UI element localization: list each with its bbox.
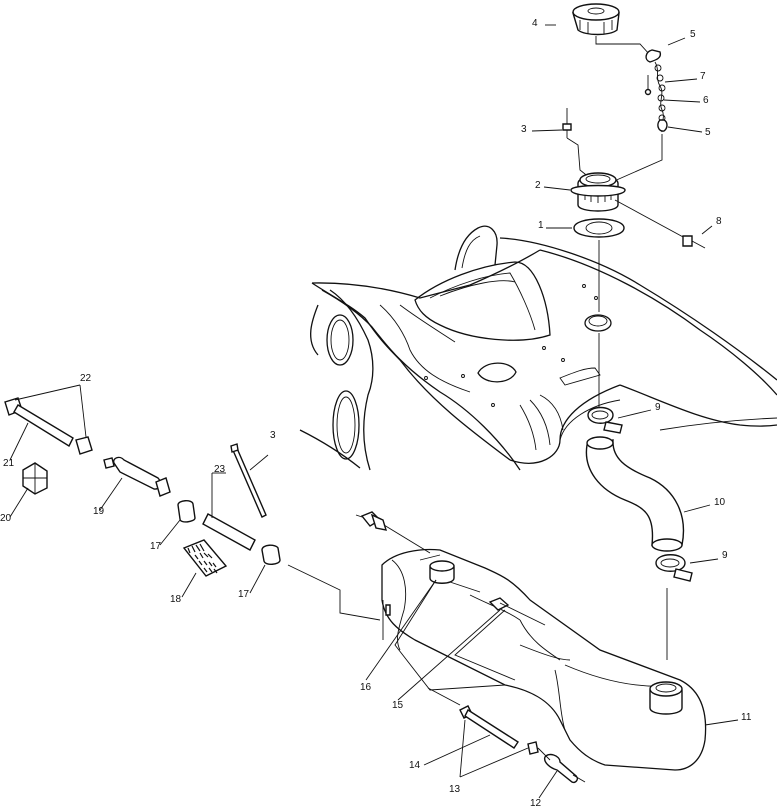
callout-c15: 15 [392,700,404,711]
clip-20 [22,462,48,495]
screw-3-top [562,108,591,179]
callout-c8: 8 [716,216,722,227]
hose-clamp-upper [587,333,623,434]
vent-fitting-16 [355,511,516,691]
callout-c20: 20 [0,513,12,524]
callout-c23: 23 [214,464,226,475]
rod-3-left [230,443,269,518]
fuel-cap [572,3,620,36]
screw-8 [614,199,706,249]
callout-c7: 7 [700,71,706,82]
callout-labels: 1233455678991011121314151617171819202122… [0,18,752,809]
tube-21 [13,404,74,447]
callout-c11: 11 [741,712,752,723]
callout-c17a: 17 [150,541,162,552]
hood-body-outline [299,225,777,471]
callout-c17b: 17 [238,589,250,600]
callout-c13: 13 [449,784,461,795]
callout-c19: 19 [93,506,105,517]
callout-c21: 21 [3,458,15,469]
callout-c1: 1 [538,220,544,231]
callout-c22: 22 [80,373,92,384]
hose-clamp-lower [655,554,693,660]
tube-23 [202,472,256,551]
filler-hose [585,436,685,552]
callout-c3a: 3 [521,124,527,135]
connector-19 [103,456,171,497]
leader-lines [9,24,739,799]
gasket-1 [573,218,625,312]
heat-sleeve-18 [182,539,228,577]
sleeve-17-right [261,544,381,621]
sleeve-17-left [177,500,196,523]
callout-c14: 14 [409,760,421,771]
callout-c3b: 3 [270,430,276,441]
callout-c5b: 5 [705,127,711,138]
cap-tether [595,36,668,183]
callout-c18: 18 [170,594,182,605]
callout-c9b: 9 [722,550,728,561]
callout-c6: 6 [703,95,709,106]
callout-c9a: 9 [655,402,661,413]
fuel-line-14 [427,687,586,784]
callout-c4: 4 [532,18,538,29]
callout-c16: 16 [360,682,372,693]
fuel-tank [381,548,707,771]
filler-neck [570,172,626,212]
callout-c12: 12 [530,798,542,809]
callout-c2: 2 [535,180,541,191]
callout-c10: 10 [714,497,726,508]
callout-c5a: 5 [690,29,696,40]
